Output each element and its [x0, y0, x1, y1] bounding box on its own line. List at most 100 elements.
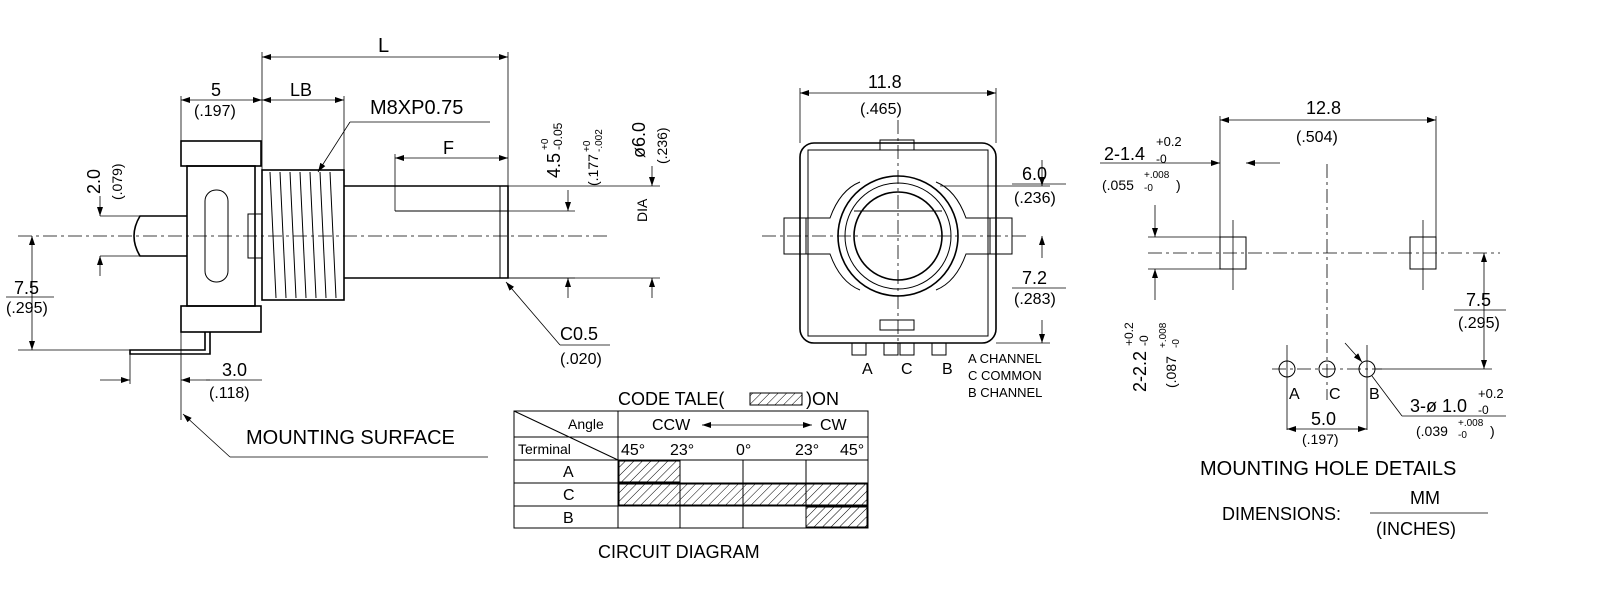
front-pin-a: A	[862, 361, 873, 378]
code-table-title-pre: CODE TALE(	[618, 389, 724, 409]
dimensions-inches: (INCHES)	[1376, 519, 1456, 539]
front-left-arm	[806, 181, 861, 219]
mounting-hole-title: MOUNTING HOLE DETAILS	[1200, 458, 1456, 480]
row-b-on	[805, 506, 868, 528]
svg-text:+0.2: +0.2	[1156, 134, 1182, 149]
front-bushing-outer	[837, 175, 959, 297]
front-right-tab	[989, 217, 1013, 255]
circuit-diagram-caption: CIRCUIT DIAGRAM	[598, 542, 760, 562]
legend-a: A CHANNEL	[968, 351, 1042, 366]
front-pin-b: B	[942, 361, 953, 378]
dimensions-mm: MM	[1410, 488, 1440, 508]
row-label-a: A	[563, 464, 574, 481]
dim-F: F	[443, 138, 454, 158]
svg-text:+.008: +.008	[1458, 418, 1484, 429]
dim-c05-in: (.020)	[560, 351, 602, 368]
side-terminal	[129, 332, 211, 355]
legend-b: B CHANNEL	[968, 385, 1042, 400]
svg-text:3-ø 1.0: 3-ø 1.0	[1410, 396, 1467, 416]
svg-text:): )	[1176, 177, 1181, 193]
dim-5-0-in: (.197)	[1302, 431, 1339, 447]
front-dim-6-0: 6.0	[1022, 164, 1047, 184]
hole-pin-c: C	[1329, 386, 1341, 403]
holes-dim-7-5: 7.5	[1466, 290, 1491, 310]
dim-7-5: 7.5	[14, 278, 39, 298]
svg-text:+.008: +.008	[1144, 170, 1170, 181]
dim-dia: DIA	[634, 198, 650, 222]
code-table-ccw: CCW	[652, 417, 691, 434]
dim-3-0: 3.0	[222, 360, 247, 380]
dim-087-in: (.087 +.008 -0	[1158, 322, 1182, 388]
mounting-holes: A C B 12.8 (.504) 2-1.4 +0.2 -0 (.055 +.…	[1100, 98, 1506, 539]
dim-LB: LB	[290, 80, 312, 100]
svg-text:(.055: (.055	[1102, 177, 1134, 193]
front-left-tab	[783, 217, 807, 255]
svg-text:2-2.2: 2-2.2	[1130, 351, 1150, 392]
code-table-angle: Angle	[568, 416, 604, 432]
row-label-c: C	[563, 487, 575, 504]
code-table: CODE TALE( )ON Angle Terminal CCW CW 45°…	[513, 389, 869, 562]
svg-text:-0: -0	[1144, 183, 1153, 194]
svg-text:): )	[1490, 423, 1495, 439]
bushing-thread	[269, 171, 337, 299]
dim-5-in: (.197)	[194, 103, 236, 120]
mounting-surface-label: MOUNTING SURFACE	[246, 427, 455, 449]
front-top-tab	[879, 139, 915, 151]
svg-text:-0: -0	[1458, 430, 1467, 441]
front-dim-7-2-in: (.283)	[1014, 291, 1056, 308]
dim-12-8-in: (.504)	[1296, 129, 1338, 146]
svg-text:-.002: -.002	[594, 129, 605, 152]
svg-text:(.087: (.087	[1163, 356, 1179, 388]
code-table-frame	[513, 410, 869, 529]
angle-1: 23°	[670, 442, 694, 459]
front-bushing-mid	[844, 182, 952, 290]
dim-7-5-in: (.295)	[6, 300, 48, 317]
front-right-arm	[935, 181, 990, 219]
dim-2-1-4: 2-1.4 +0.2 -0	[1104, 134, 1182, 166]
angle-2: 0°	[736, 442, 751, 459]
svg-text:(.177: (.177	[585, 154, 601, 186]
row-label-b: B	[563, 510, 574, 527]
bushing	[261, 169, 345, 301]
code-table-diagonal	[513, 410, 619, 461]
dim-L: L	[378, 35, 389, 57]
angle-4: 45°	[840, 442, 864, 459]
body-housing	[186, 165, 256, 307]
body-slot	[204, 189, 229, 283]
dim-5-0: 5.0	[1311, 409, 1336, 429]
dimensions-label: DIMENSIONS:	[1222, 504, 1341, 524]
front-pins	[851, 342, 947, 356]
svg-text:-0: -0	[1171, 339, 1182, 348]
dim-3-0-in: (.118)	[209, 385, 250, 402]
svg-text:+0.2: +0.2	[1478, 386, 1504, 401]
svg-text:-0: -0	[1156, 152, 1167, 166]
dim-6-0: ø6.0	[629, 122, 649, 158]
dim-2-2-2: 2-2.2 +0.2 -0	[1122, 322, 1151, 392]
front-view: A C B A CHANNEL C COMMON B CHANNEL 11.8 …	[762, 72, 1066, 400]
dim-177-in: (.177 +0 -.002	[582, 129, 605, 186]
holes-dim-7-5-in: (.295)	[1458, 315, 1500, 332]
svg-text:4.5: 4.5	[544, 153, 564, 178]
code-table-title-post: )ON	[806, 389, 839, 409]
hole-pin-b: B	[1369, 386, 1380, 403]
dim-11-8-in: (.465)	[860, 101, 902, 118]
angle-0: 45°	[621, 442, 645, 459]
svg-text:-0.05: -0.05	[551, 122, 565, 150]
front-inner-frame	[807, 149, 989, 337]
body-top-cap	[180, 140, 262, 167]
hole-pin-a: A	[1289, 386, 1300, 403]
dim-2-0-in: (.079)	[109, 163, 125, 200]
dim-6-0-in: (.236)	[654, 127, 670, 164]
dim-11-8: 11.8	[868, 72, 902, 92]
code-table-cw: CW	[820, 417, 848, 434]
side-view: L 5 (.197) LB M8XP0.75 F 2.0 (.079) 4.5 …	[6, 35, 670, 458]
code-table-title-swatch	[749, 392, 803, 406]
front-bottom-tab	[879, 319, 915, 331]
front-dim-7-2: 7.2	[1022, 268, 1047, 288]
row-a-on	[618, 460, 681, 483]
row-c-on	[618, 483, 868, 506]
legend-c: C COMMON	[968, 368, 1042, 383]
front-left-arm-b	[806, 253, 861, 291]
svg-text:2-1.4: 2-1.4	[1104, 144, 1145, 164]
